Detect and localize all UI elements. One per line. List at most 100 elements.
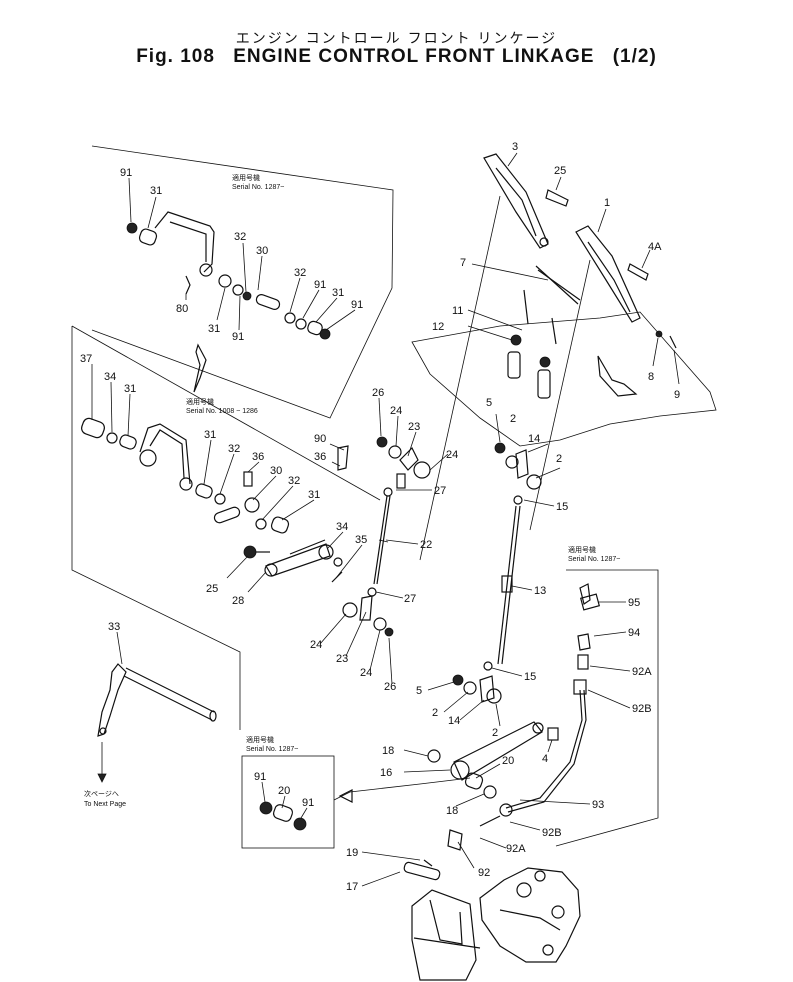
callout: 35 bbox=[355, 534, 367, 546]
callout: 1 bbox=[604, 197, 610, 209]
title-japanese: エンジン コントロール フロント リンケージ bbox=[235, 30, 558, 46]
callout: 11 bbox=[452, 305, 463, 317]
callout: 15 bbox=[556, 501, 568, 513]
callout: 32 bbox=[228, 443, 240, 455]
pedal-lever-loop bbox=[154, 211, 215, 273]
inset-small-serial-jp: 適用号機 bbox=[246, 735, 274, 744]
callout: 23 bbox=[408, 421, 420, 433]
callout: 13 bbox=[534, 585, 546, 597]
inset-right-serial-jp: 適用号機 bbox=[568, 545, 596, 554]
callout-labels: 91 31 32 30 80 31 91 32 91 31 91 37 34 3… bbox=[80, 141, 680, 893]
callout: 4 bbox=[542, 753, 548, 765]
callout: 5 bbox=[486, 397, 492, 409]
callout: 32 bbox=[234, 231, 246, 243]
callout: 92B bbox=[632, 703, 652, 715]
inset-top-serial-jp: 適用号機 bbox=[232, 173, 260, 182]
figure-name: ENGINE CONTROL FRONT LINKAGE bbox=[233, 46, 595, 67]
callout: 15 bbox=[524, 671, 536, 683]
callout: 18 bbox=[382, 745, 394, 757]
pedal-lever-old bbox=[139, 423, 191, 485]
callout: 31 bbox=[208, 323, 220, 335]
callout: 93 bbox=[592, 799, 604, 811]
callout: 80 bbox=[176, 303, 188, 315]
callout: 31 bbox=[124, 383, 136, 395]
callout: 91 bbox=[302, 797, 314, 809]
callout: 33 bbox=[108, 621, 120, 633]
callout: 30 bbox=[270, 465, 282, 477]
callout: 26 bbox=[384, 681, 396, 693]
callout: 24 bbox=[390, 405, 402, 417]
callout: 7 bbox=[460, 257, 466, 269]
figure-number: Fig. 108 bbox=[136, 46, 215, 67]
callout: 18 bbox=[446, 805, 458, 817]
rod-13 bbox=[427, 413, 561, 727]
callout: 31 bbox=[150, 185, 162, 197]
callout: 20 bbox=[502, 755, 514, 767]
callout: 27 bbox=[434, 485, 446, 497]
callout: 31 bbox=[332, 287, 344, 299]
callout: 12 bbox=[432, 321, 444, 333]
callout: 25 bbox=[206, 583, 218, 595]
lever-16 bbox=[403, 721, 559, 807]
callout: 5 bbox=[416, 685, 422, 697]
callout: 91 bbox=[314, 279, 326, 291]
callout: 23 bbox=[336, 653, 348, 665]
callout: 91 bbox=[232, 331, 244, 343]
callout: 9 bbox=[674, 389, 680, 401]
lever-33: 次ページへ To Next Page bbox=[84, 631, 217, 808]
callout: 34 bbox=[104, 371, 116, 383]
callout: 2 bbox=[556, 453, 562, 465]
inset-middle: 適用号機 Serial No. 1008 ~ 1286 bbox=[71, 325, 381, 730]
callout: 36 bbox=[314, 451, 326, 463]
callout: 20 bbox=[278, 785, 290, 797]
callout: 3 bbox=[512, 141, 518, 153]
callout: 8 bbox=[648, 371, 654, 383]
pedal-3 bbox=[483, 153, 549, 249]
callout: 92A bbox=[632, 666, 652, 678]
callout: 17 bbox=[346, 881, 358, 893]
callout: 91 bbox=[351, 299, 363, 311]
callout: 91 bbox=[254, 771, 266, 783]
callout: 2 bbox=[510, 413, 516, 425]
rod-22 bbox=[319, 397, 449, 685]
callout: 4A bbox=[648, 241, 662, 253]
lever-28 bbox=[265, 543, 331, 577]
next-page-en: To Next Page bbox=[84, 801, 126, 808]
next-page-jp: 次ページへ bbox=[84, 789, 119, 798]
inset-top-serial-en: Serial No. 1287~ bbox=[232, 184, 284, 191]
page-fraction: (1/2) bbox=[612, 46, 657, 67]
pedal-assembly bbox=[411, 152, 717, 561]
callout: 92A bbox=[506, 843, 526, 855]
callout: 25 bbox=[554, 165, 566, 177]
inset-small-serial-en: Serial No. 1287~ bbox=[246, 746, 298, 753]
callout: 37 bbox=[80, 353, 92, 365]
callout: 19 bbox=[346, 847, 358, 859]
callout: 26 bbox=[372, 387, 384, 399]
base-bracket bbox=[361, 851, 481, 981]
callout: 14 bbox=[528, 433, 540, 445]
inset-right-serial-en: Serial No. 1287~ bbox=[568, 556, 620, 563]
callout: 32 bbox=[294, 267, 306, 279]
callout: 2 bbox=[492, 727, 498, 739]
callout: 24 bbox=[446, 449, 458, 461]
figure-title: Fig. 108 ENGINE CONTROL FRONT LINKAGE (1… bbox=[0, 46, 793, 68]
callout: 27 bbox=[404, 593, 416, 605]
inset-top: 適用号機 Serial No. 1287~ bbox=[91, 145, 394, 419]
inset-small: 適用号機 Serial No. 1287~ bbox=[241, 735, 471, 849]
callout: 36 bbox=[252, 451, 264, 463]
governor-housing bbox=[479, 867, 581, 963]
callout: 31 bbox=[204, 429, 216, 441]
callout: 22 bbox=[420, 539, 432, 551]
inset-middle-serial-jp: 適用号機 bbox=[186, 397, 214, 406]
callout: 91 bbox=[120, 167, 132, 179]
pedal-1 bbox=[575, 225, 641, 323]
callout: 28 bbox=[232, 595, 244, 607]
callout: 24 bbox=[310, 639, 322, 651]
callout: 92 bbox=[478, 867, 490, 879]
callout: 32 bbox=[288, 475, 300, 487]
callout: 90 bbox=[314, 433, 326, 445]
callout: 92B bbox=[542, 827, 562, 839]
callout: 24 bbox=[360, 667, 372, 679]
callout: 16 bbox=[380, 767, 392, 779]
